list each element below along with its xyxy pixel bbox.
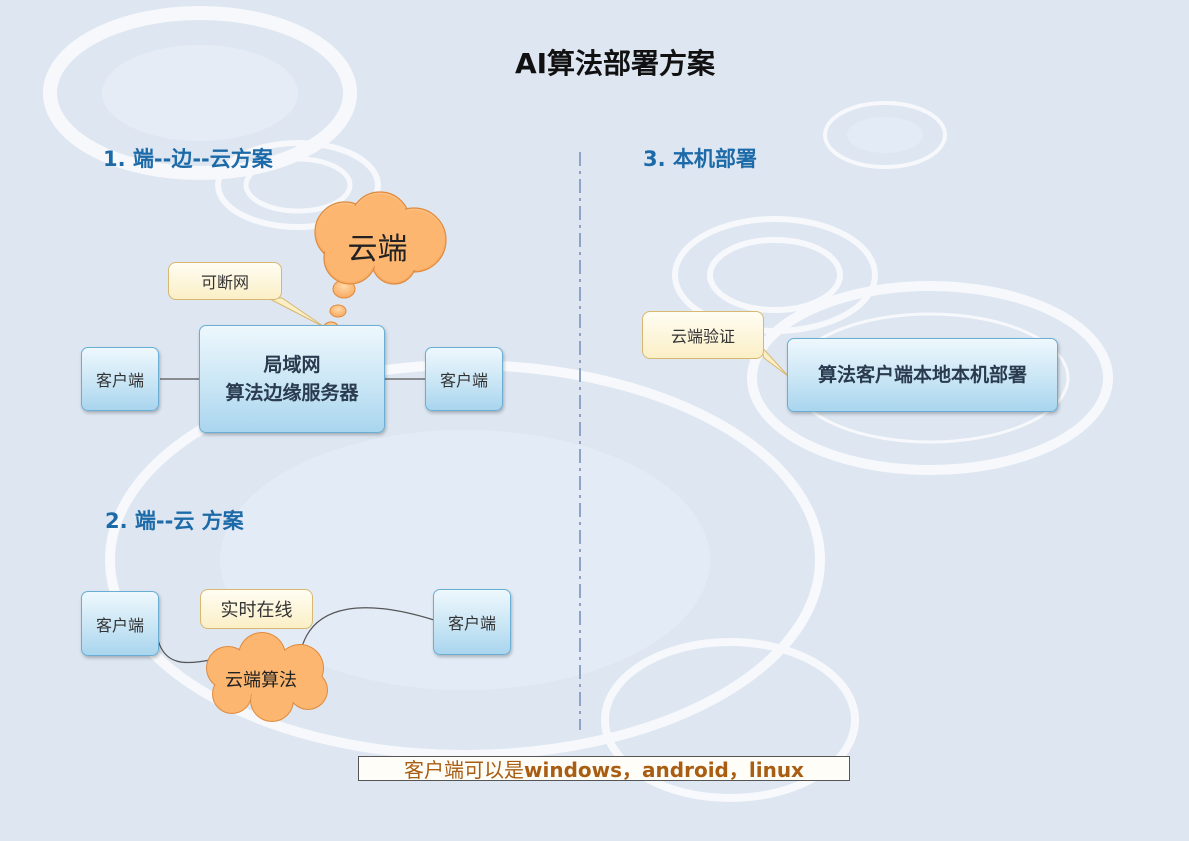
cloud-label-2: 云端算法 xyxy=(225,670,297,691)
client-node-left-2: 客户端 xyxy=(81,591,159,656)
section-heading-1: 1. 端--边--云方案 xyxy=(103,147,273,171)
edge-server-node: 局域网 算法边缘服务器 xyxy=(199,325,385,433)
callout-realtime: 实时在线 xyxy=(200,589,313,629)
link-client-cloud-left xyxy=(157,639,211,664)
platform-note-prefix: 客户端可以是 xyxy=(404,758,525,782)
platform-note-platforms: windows，android，linux xyxy=(524,758,804,782)
callout-tail-3 xyxy=(759,344,789,377)
page-title: AI算法部署方案 xyxy=(514,47,716,80)
callout-cloud-verify: 云端验证 xyxy=(642,311,764,359)
client-node-right-1: 客户端 xyxy=(425,347,503,411)
cloud-label-1: 云端 xyxy=(347,232,408,267)
client-node-left-1: 客户端 xyxy=(81,347,159,411)
callout-offline: 可断网 xyxy=(168,262,282,300)
local-deploy-node: 算法客户端本地本机部署 xyxy=(787,338,1058,412)
client-node-right-2: 客户端 xyxy=(433,589,511,655)
callout-tail-1 xyxy=(267,297,327,329)
edge-server-line1: 局域网 xyxy=(263,354,321,376)
link-cloud-client-right xyxy=(299,607,435,656)
section-heading-3: 3. 本机部署 xyxy=(643,147,757,171)
thought-dot-medium xyxy=(329,304,347,318)
decorative-rings xyxy=(43,6,1113,802)
edge-server-line2: 算法边缘服务器 xyxy=(225,382,359,404)
section-heading-2: 2. 端--云 方案 xyxy=(105,509,244,533)
